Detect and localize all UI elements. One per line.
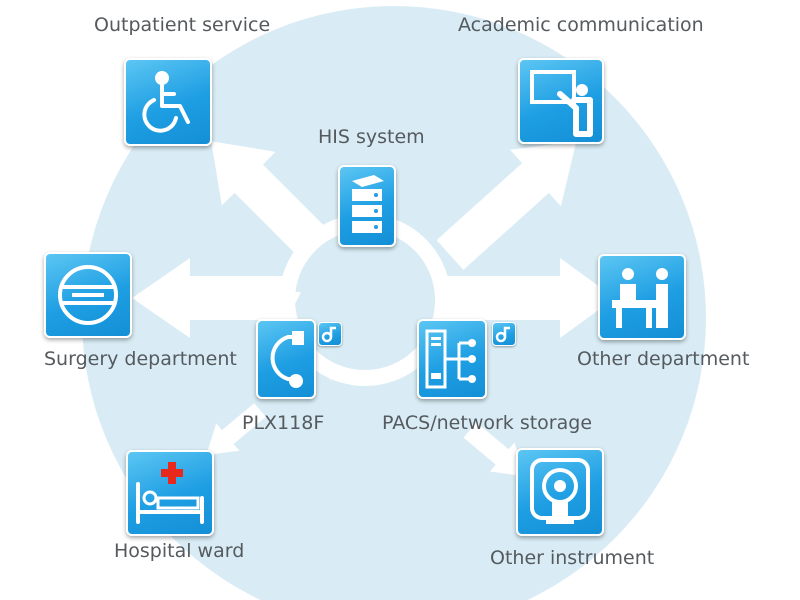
- label-plx: PLX118F: [242, 412, 325, 434]
- arrow-ward: [206, 403, 266, 455]
- label-other-department: Other department: [577, 348, 750, 370]
- node-plx: [256, 319, 316, 399]
- presentation-icon: [530, 70, 593, 137]
- ct-scanner-icon: [530, 458, 590, 524]
- link-icon: [495, 326, 510, 343]
- server-stack-icon: [352, 175, 384, 233]
- wheelchair-icon: [142, 71, 190, 133]
- hospital-bed-icon: [136, 462, 204, 524]
- label-his: HIS system: [318, 126, 425, 148]
- node-surgery: [44, 252, 132, 338]
- arrow-academic: [436, 141, 577, 270]
- loop-arrowheads: [285, 292, 453, 380]
- red-cross-icon: [161, 462, 183, 484]
- label-pacs: PACS/network storage: [382, 412, 593, 434]
- network-storage-icon: [425, 329, 476, 389]
- arrow-other-department: [445, 258, 615, 338]
- node-instrument: [516, 448, 604, 536]
- node-ward: [126, 450, 214, 536]
- node-academic: [518, 58, 604, 144]
- label-outpatient: Outpatient service: [94, 14, 271, 36]
- label-surgery: Surgery department: [44, 348, 237, 370]
- node-outpatient: [124, 58, 212, 146]
- link-icon: [321, 326, 336, 343]
- plx-link-badge: [318, 322, 342, 346]
- pacs-link-badge: [492, 322, 516, 346]
- label-ward: Hospital ward: [114, 540, 245, 562]
- center-loop-inner: [295, 230, 435, 370]
- node-his: [338, 165, 396, 247]
- label-academic: Academic communication: [458, 14, 704, 36]
- node-pacs: [417, 319, 487, 399]
- node-other-department: [598, 254, 686, 340]
- surgical-lamp-icon: [58, 265, 118, 325]
- arrows: [132, 141, 615, 477]
- reception-desk-icon: [612, 268, 668, 328]
- c-arm-icon: [270, 331, 304, 388]
- label-instrument: Other instrument: [490, 547, 655, 569]
